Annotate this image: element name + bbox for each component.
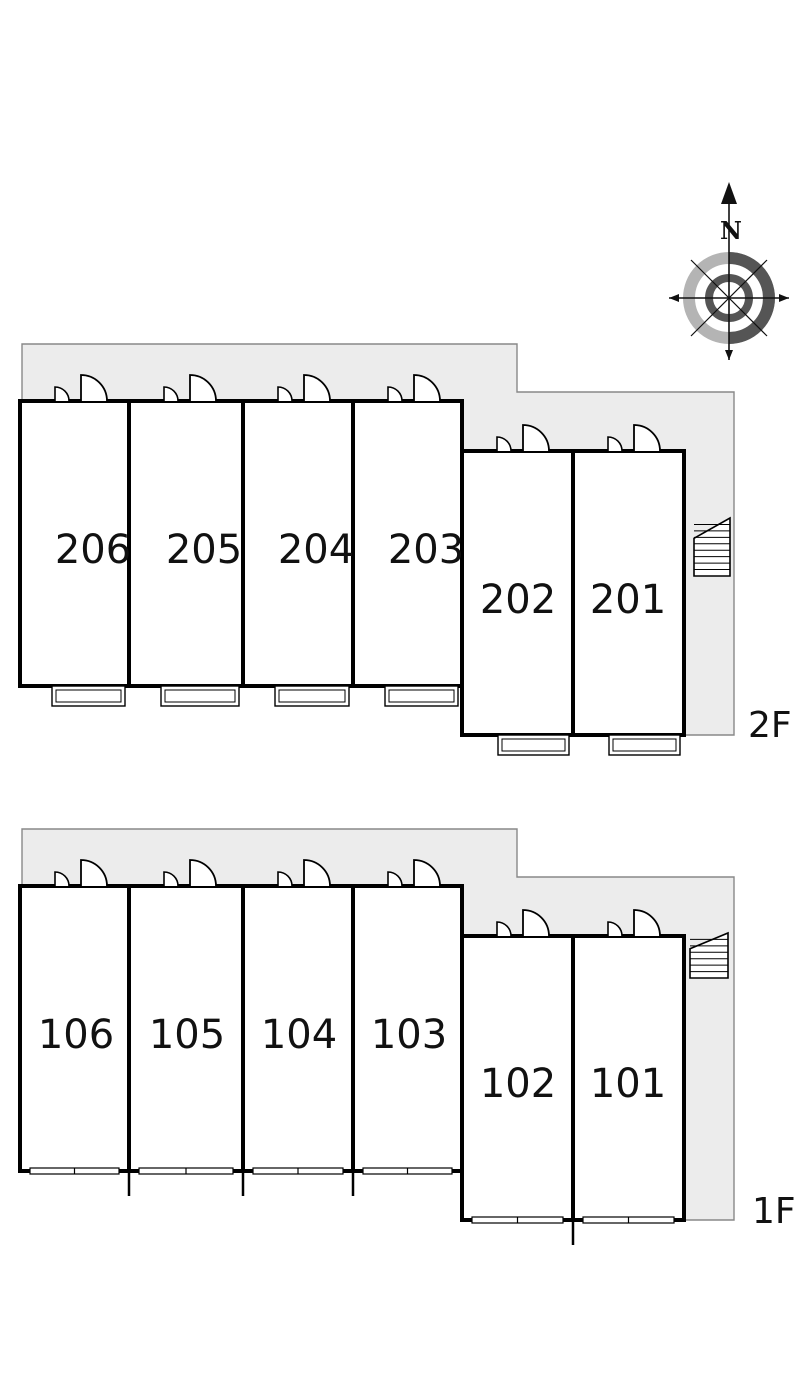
- floor-1f-unit-entry-door-icon: [303, 859, 331, 887]
- floor-1f-unit-entry-door-icon: [413, 859, 441, 887]
- compass-east-arrow: [779, 294, 789, 302]
- floor-2f-unit-entry-door-icon: [80, 374, 108, 402]
- floor-label-2f: 2F: [748, 705, 792, 746]
- compass-west-arrow: [669, 294, 679, 302]
- compass-diag-2: [690, 259, 768, 337]
- floor-2f-balcony: [497, 734, 570, 756]
- floor-1f-stairs-icon-outline: [689, 931, 729, 979]
- floor-1f-layout: [18, 828, 735, 1245]
- compass-north-arrow: [721, 182, 737, 204]
- floor-2f-layout: [18, 343, 735, 756]
- floor-2f-unit-small-door-icon: [163, 386, 179, 402]
- floor-1f-unit-small-door-icon: [163, 871, 179, 887]
- unit-105-label: 105: [149, 1012, 225, 1058]
- floor-1f-unit-small-door-icon: [54, 871, 70, 887]
- unit-202-label: 202: [480, 577, 556, 623]
- floor-2f-unit-small-door-icon: [496, 436, 512, 452]
- compass-south-arrow: [725, 350, 733, 360]
- floor-2f-balcony-rail: [501, 738, 566, 752]
- floor-2f-unit-small-door-icon: [54, 386, 70, 402]
- unit-103-label: 103: [371, 1012, 447, 1058]
- unit-101-label: 101: [590, 1061, 666, 1107]
- floor-1f-unit-small-door-icon: [387, 871, 403, 887]
- floor-2f-balcony: [384, 685, 459, 707]
- floor-2f-balcony-rail: [612, 738, 677, 752]
- floor-1f-stairs-icon: [689, 931, 729, 979]
- unit-206-label: 206: [55, 527, 131, 573]
- unit-201-label: 201: [590, 577, 666, 623]
- floor-1f-unit-room: [127, 884, 245, 1173]
- floor-2f-unit-room: [127, 399, 245, 688]
- compass-rose-icon: [669, 182, 789, 360]
- unit-204-label: 204: [278, 527, 354, 573]
- floor-1f-unit-small-door-icon: [496, 921, 512, 937]
- floor-2f-balcony-rail: [164, 689, 236, 703]
- floor-2f-unit-entry-door-icon: [633, 424, 661, 452]
- floor-label-1f: 1F: [752, 1191, 796, 1232]
- floor-2f-balcony-rail: [388, 689, 455, 703]
- unit-205-label: 205: [166, 527, 242, 573]
- floor-2f-unit-room: [460, 449, 575, 737]
- floor-1f-unit-entry-door-icon: [522, 909, 550, 937]
- unit-104-label: 104: [261, 1012, 337, 1058]
- floor-1f: 106 105 104 103 102 101 1F: [18, 828, 796, 1245]
- floor-2f-unit-entry-door-icon: [303, 374, 331, 402]
- floor-2f-balcony: [160, 685, 240, 707]
- floor-2f-unit-room: [571, 449, 686, 737]
- floor-1f-unit-small-door-icon: [277, 871, 293, 887]
- floor-2f-unit-entry-door-icon: [413, 374, 441, 402]
- floor-2f-balcony-rail: [278, 689, 346, 703]
- floor-2f-stairs-icon: [693, 516, 731, 577]
- unit-106-label: 106: [38, 1012, 114, 1058]
- floor-2f: 206 205 204 203 202 201 2F: [18, 343, 792, 756]
- floor-2f-balcony: [274, 685, 350, 707]
- compass-north-label: N: [720, 216, 742, 245]
- floor-1f-unit-entry-door-icon: [633, 909, 661, 937]
- floor-1f-unit-small-door-icon: [607, 921, 623, 937]
- floor-2f-balcony: [51, 685, 126, 707]
- floor-2f-unit-small-door-icon: [607, 436, 623, 452]
- floor-1f-unit-room: [18, 884, 131, 1173]
- unit-203-label: 203: [388, 527, 464, 573]
- floor-2f-unit-entry-door-icon: [522, 424, 550, 452]
- floor-1f-unit-entry-door-icon: [189, 859, 217, 887]
- unit-102-label: 102: [480, 1061, 556, 1107]
- floor-1f-unit-room: [571, 934, 686, 1222]
- floor-2f-unit-entry-door-icon: [189, 374, 217, 402]
- floor-2f-unit-small-door-icon: [277, 386, 293, 402]
- floor-2f-unit-small-door-icon: [387, 386, 403, 402]
- compass: N: [669, 182, 789, 360]
- floor-2f-balcony-rail: [55, 689, 122, 703]
- floor-1f-unit-entry-door-icon: [80, 859, 108, 887]
- floor-2f-balcony: [608, 734, 681, 756]
